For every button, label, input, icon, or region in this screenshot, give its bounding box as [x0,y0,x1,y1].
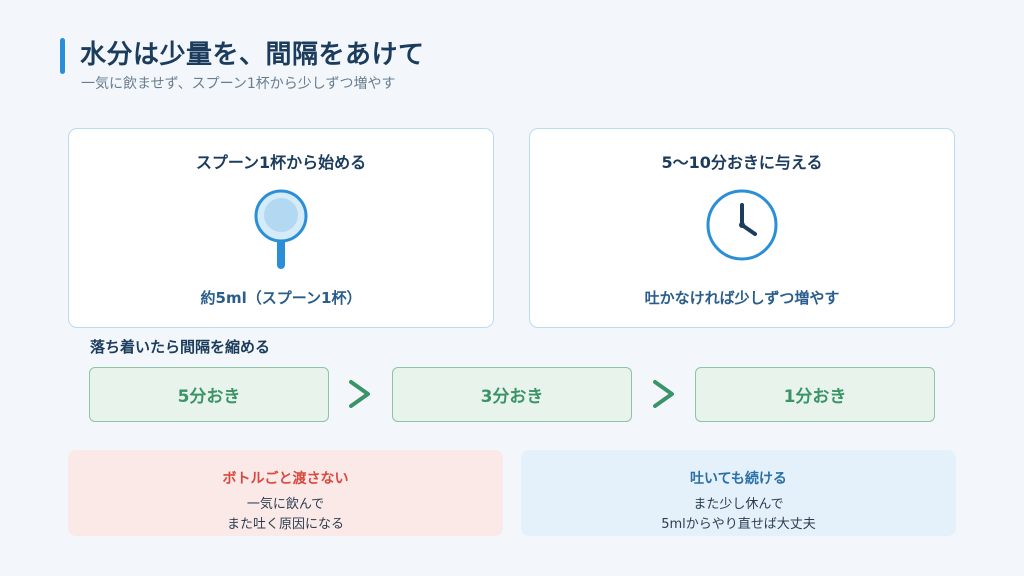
chevron-right-icon [650,377,678,415]
spoon-icon [246,187,316,277]
card-title: 5〜10分おきに与える [661,153,823,172]
page-subtitle: 一気に飲ませず、スプーン1杯から少しずつ増やす [81,76,396,92]
warning-note: ボトルごと渡さない 一気に飲んで また吐く原因になる [68,450,503,536]
card-title: スプーン1杯から始める [195,153,367,172]
interval-step: 3分おき [392,367,632,422]
card-caption: 約5ml（スプーン1杯） [200,289,362,307]
interval-heading: 落ち着いたら間隔を縮める [90,338,271,356]
interval-step: 1分おき [695,367,935,422]
page-title: 水分は少量を、間隔をあけて [80,40,425,70]
chevron-right-icon [346,377,374,415]
warning-line: 一気に飲んで [246,497,325,512]
tip-title: 吐いても続ける [690,471,787,487]
tip-note: 吐いても続ける また少し休んで 5mlからやり直せば大丈夫 [521,450,956,536]
tip-line: 5mlからやり直せば大丈夫 [661,517,816,532]
card-interval: 5〜10分おきに与える 吐かなければ少しずつ増やす [529,128,955,328]
card-spoon: スプーン1杯から始める 約5ml（スプーン1杯） [68,128,494,328]
interval-step: 5分おき [89,367,329,422]
warning-line: また吐く原因になる [226,517,344,532]
tip-line: また少し休んで [693,497,784,512]
clock-icon [704,187,780,267]
warning-title: ボトルごと渡さない [222,471,349,487]
card-caption: 吐かなければ少しずつ増やす [644,289,840,307]
title-accent-bar [60,38,65,74]
